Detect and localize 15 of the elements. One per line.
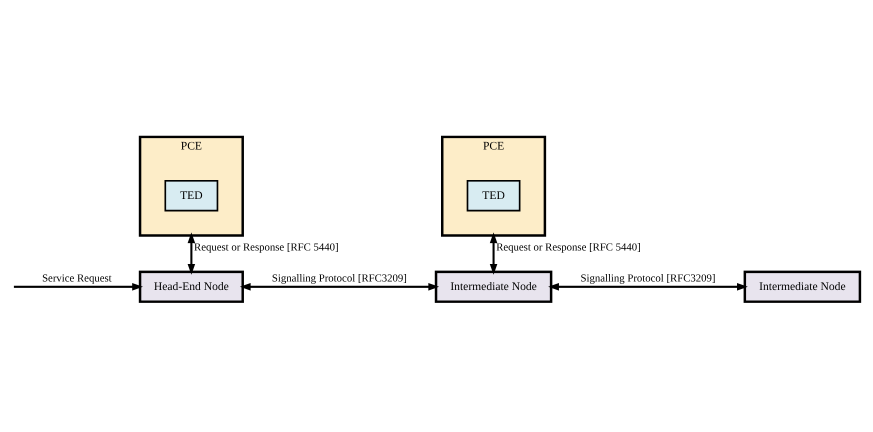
node-box: Intermediate Node bbox=[744, 270, 862, 303]
arrow bbox=[548, 283, 748, 291]
node-box: Intermediate Node bbox=[434, 270, 552, 303]
arrow bbox=[490, 232, 498, 275]
edge-label: Signalling Protocol [RFC3209] bbox=[580, 272, 716, 284]
node-box: TED bbox=[164, 180, 218, 212]
edge-label: Signalling Protocol [RFC3209] bbox=[272, 272, 407, 284]
edge-label: Request or Response [RFC 5440] bbox=[496, 242, 641, 254]
edge-label: Service Request bbox=[42, 272, 112, 284]
arrow bbox=[240, 283, 440, 291]
node-box: TED bbox=[466, 180, 520, 212]
edge-label: Request or Response [RFC 5440] bbox=[194, 242, 339, 254]
arrow bbox=[188, 232, 196, 275]
arrow bbox=[14, 283, 143, 291]
node-box: Head-End Node bbox=[138, 270, 244, 303]
